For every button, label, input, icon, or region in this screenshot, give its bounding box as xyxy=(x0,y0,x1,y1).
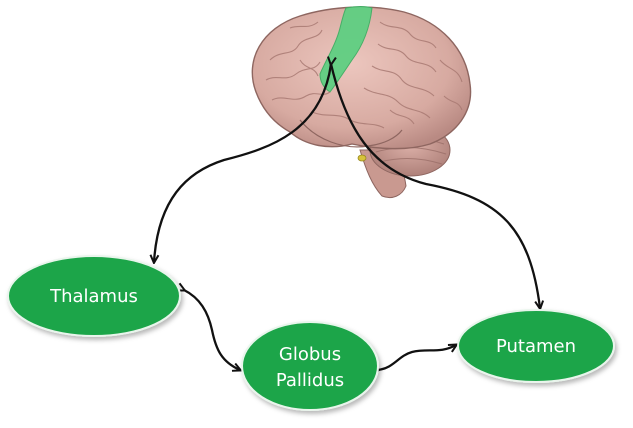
putamen-node xyxy=(457,309,615,383)
arrow-cortex-to-putamen xyxy=(329,62,540,308)
pituitary-marker xyxy=(357,154,367,162)
globus-pallidus-label-line1: Globus xyxy=(279,344,341,365)
thalamus-label: Thalamus xyxy=(49,286,138,307)
globus-pallidus-label-line2: Pallidus xyxy=(276,370,344,391)
globus-pallidus-node xyxy=(241,321,379,411)
arrow-thalamus-globus-pallidus xyxy=(184,290,240,370)
arrow-cortex-to-thalamus xyxy=(154,64,331,262)
putamen-label: Putamen xyxy=(496,336,576,357)
brain-illustration xyxy=(251,6,472,199)
thalamus-node xyxy=(7,255,181,337)
arrow-globus-pallidus-putamen xyxy=(378,345,456,370)
